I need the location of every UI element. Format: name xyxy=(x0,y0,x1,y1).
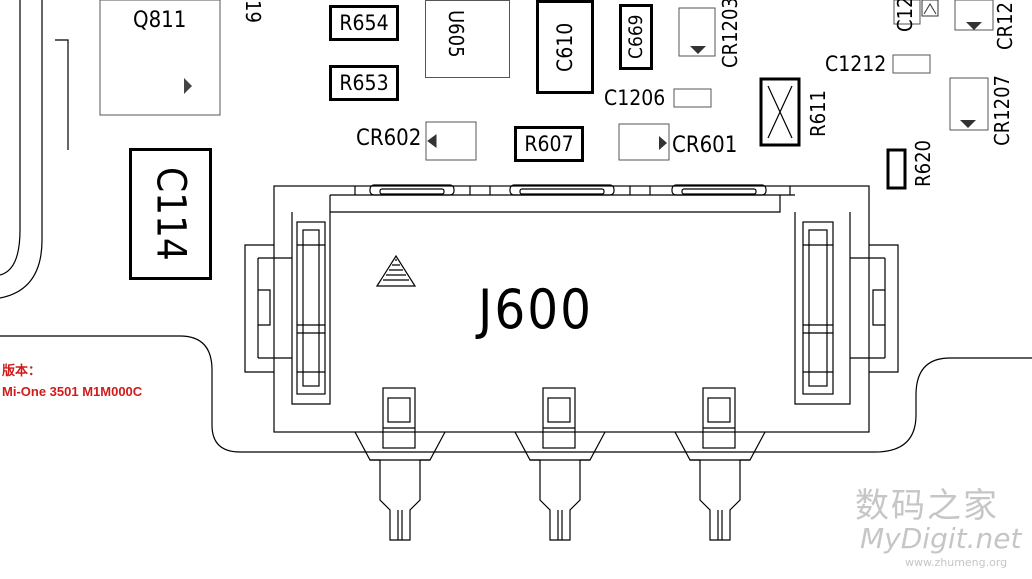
label-q811: Q811 xyxy=(133,8,187,33)
cr1207-body xyxy=(949,77,989,131)
version-code: Mi-One 3501 M1M000C xyxy=(2,384,143,399)
u605-body xyxy=(425,0,510,78)
label-c1206: C1206 xyxy=(604,86,666,110)
c1206-body xyxy=(673,88,712,108)
c12-body xyxy=(893,0,921,25)
label-c12-partial: C12 xyxy=(895,0,915,32)
cr601-body xyxy=(618,123,670,161)
label-j600: J600 xyxy=(478,278,594,341)
version-title: 版本： xyxy=(2,363,42,378)
j600-pin1-marker xyxy=(375,254,417,287)
label-cr1203: CR1203 xyxy=(720,0,740,68)
label-r607: R607 xyxy=(514,126,584,162)
label-r654: R654 xyxy=(329,5,399,41)
r620-body xyxy=(886,148,907,190)
watermark-cn: 数码之家 xyxy=(855,486,999,526)
left-board-edge-outer xyxy=(0,0,21,276)
cr602-body xyxy=(425,121,477,161)
watermark-en: MyDigit.net xyxy=(860,522,1022,555)
label-cr12-partial: CR12 xyxy=(995,2,1015,50)
q811-body xyxy=(99,0,221,116)
label-c669: C669 xyxy=(619,4,653,70)
c1212-body xyxy=(892,54,931,74)
watermark-url: www.zhumeng.org xyxy=(905,556,1008,569)
label-r620: R620 xyxy=(911,140,935,187)
label-r653: R653 xyxy=(329,65,399,101)
label-cr601: CR601 xyxy=(672,133,738,158)
cr1203-body xyxy=(678,7,716,57)
label-c610: C610 xyxy=(536,0,594,94)
label-r611: R611 xyxy=(806,90,830,137)
label-cr1207: CR1207 xyxy=(990,75,1014,146)
left-board-edge-small xyxy=(55,39,69,150)
left-board-edge-inner xyxy=(0,0,43,299)
label-cr602: CR602 xyxy=(356,126,422,151)
r611-body xyxy=(759,77,801,147)
board-outline-bottom xyxy=(0,335,1032,453)
label-c1212: C1212 xyxy=(825,52,887,76)
j600-connector xyxy=(244,184,899,541)
label-u605: U605 xyxy=(444,10,468,58)
q811-pin1-marker xyxy=(184,78,192,94)
c12-marker-box xyxy=(921,0,939,17)
label-19: 19 xyxy=(241,0,265,23)
label-c114: C114 xyxy=(129,148,212,280)
